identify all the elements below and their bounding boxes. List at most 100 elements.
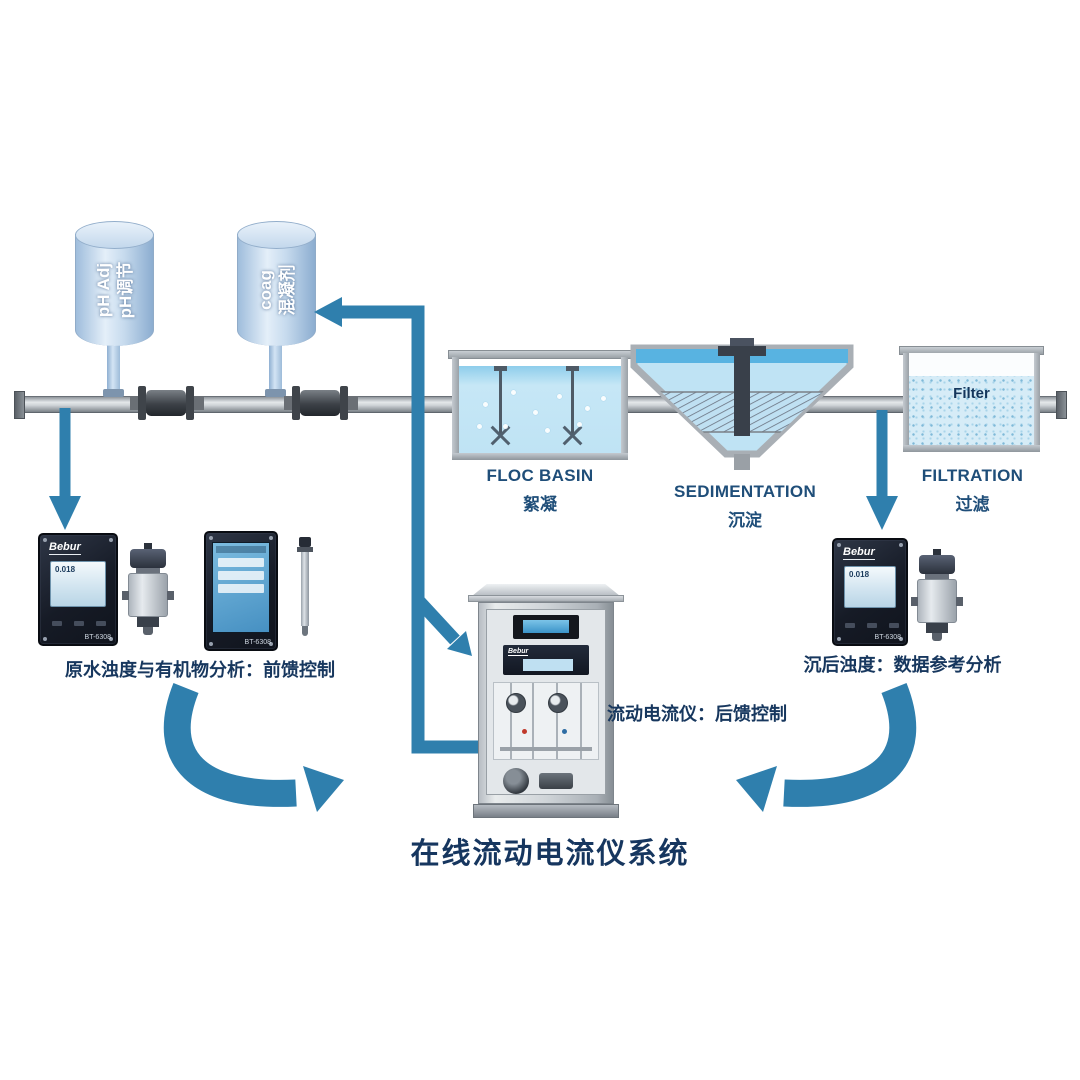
brand-logo: Bebur — [49, 541, 81, 555]
cabinet-door: Bebur — [486, 609, 606, 795]
pump-body — [300, 390, 340, 416]
turbidity-flow-cell — [911, 549, 963, 644]
scraper-bridge — [718, 346, 766, 356]
basin-wall — [903, 445, 1040, 452]
filtration-label: FILTRATION 过滤 — [900, 466, 1045, 515]
pump-body — [146, 390, 186, 416]
floc-basin-label-zh: 絮凝 — [523, 495, 557, 514]
ph-tank-label: pH Adj pH调节 — [93, 235, 137, 345]
turbidity-reading: 0.018 — [55, 565, 76, 574]
coagulant-dosing-tank: coag 混凝剂 — [237, 221, 316, 346]
cabinet-controller: Bebur — [503, 645, 589, 675]
pipe-cap-right — [1056, 391, 1067, 419]
organics-analyzer-controller: BT-6308 — [204, 531, 278, 651]
cycle-arrow-left — [163, 682, 297, 807]
turbidity-flow-cell — [122, 543, 174, 638]
coag-dosing-arrowhead — [314, 297, 342, 327]
sedimentation-label-en: SEDIMENTATION — [673, 482, 817, 501]
basin-rim — [448, 350, 632, 359]
model-label: BT-6308 — [244, 639, 271, 646]
floc-basin — [448, 350, 632, 460]
manifold — [500, 747, 592, 751]
ph-dosing-tank: pH Adj pH调节 — [75, 221, 154, 346]
model-label: BT-6308 — [84, 634, 111, 641]
coag-tank-label-zh: 混凝剂 — [277, 264, 297, 316]
cabinet-body: Bebur — [478, 602, 614, 804]
streaming-current-analyzer-cabinet: Bebur — [468, 584, 624, 818]
filtration-basin: Filter — [899, 346, 1044, 452]
sample-tubing-panel — [493, 682, 599, 760]
cabinet-display — [513, 615, 579, 639]
raw-water-sample-arrowhead — [49, 496, 81, 530]
pump-stub — [284, 396, 294, 410]
filter-freeboard — [909, 353, 1034, 376]
pump-stub — [130, 396, 140, 410]
tank-lid — [75, 221, 154, 249]
filtration-label-zh: 过滤 — [955, 495, 990, 514]
ph-tank-stem — [107, 344, 120, 396]
ph-tank-label-zh: pH调节 — [115, 261, 135, 319]
basin-wall — [1034, 353, 1040, 452]
floc-water — [459, 366, 621, 453]
settled-water-sample-line — [876, 410, 888, 498]
sedimentation-label-zh: 沉淀 — [728, 511, 762, 530]
pump-flange — [340, 386, 348, 420]
cabinet-display-screen — [523, 620, 569, 633]
sedimentation-label: SEDIMENTATION 沉淀 — [630, 482, 860, 531]
turbidity-reading: 0.018 — [849, 570, 870, 579]
filter-media: Filter — [909, 376, 1034, 445]
brand-logo: Bebur — [508, 648, 529, 656]
reference-analysis-caption: 沉后浊度：数据参考分析 — [803, 655, 1002, 675]
floc-basin-label-en: FLOC BASIN — [486, 466, 594, 485]
pump-motor — [539, 773, 573, 789]
sedimentation-basin — [630, 338, 854, 470]
ph-tank-joint — [103, 389, 124, 397]
scraper-column — [734, 354, 750, 436]
immersion-probe — [297, 537, 313, 639]
cabinet-controller-screen — [523, 659, 573, 671]
valve-red — [522, 729, 527, 734]
basin-wall — [903, 353, 909, 452]
sample-pump — [503, 768, 529, 794]
pump-flange — [292, 386, 300, 420]
diagram-title: 在线流动电流仪系统 — [410, 838, 690, 870]
valve-blue — [562, 729, 567, 734]
controller-screen: 0.018 — [50, 561, 106, 607]
basin-wall — [452, 453, 628, 460]
basin-wall — [621, 357, 628, 460]
sca-sample-branch — [413, 595, 460, 645]
pipe-cap-left — [14, 391, 25, 419]
sludge-outlet — [734, 454, 750, 470]
sca-sample-arrowhead — [447, 631, 472, 656]
feedback-caption: 流动电流仪：后馈控制 — [607, 704, 787, 724]
floc-basin-label: FLOC BASIN 絮凝 — [452, 466, 628, 515]
coag-tank-joint — [265, 389, 286, 397]
raw-water-sample-line — [59, 408, 71, 498]
filter-media-label: Filter — [953, 385, 990, 402]
coag-tank-label-en: coag — [255, 270, 275, 310]
settled-water-turbidity-controller: Bebur 0.018 BT-6308 — [832, 538, 908, 646]
coag-tank-label: coag 混凝剂 — [255, 235, 299, 345]
touch-screen — [212, 542, 270, 633]
flocculator-mixer — [562, 366, 583, 446]
basin-wall — [452, 357, 459, 460]
pump-stub — [348, 396, 358, 410]
ph-tank-label-en: pH Adj — [93, 262, 113, 318]
tank-lid — [237, 221, 316, 249]
cabinet-lip — [468, 595, 624, 602]
pump-flange — [186, 386, 194, 420]
pump-head — [548, 693, 568, 713]
cycle-arrowhead-left — [303, 766, 344, 812]
scraper-drive — [730, 338, 754, 347]
model-label: BT-6308 — [874, 634, 901, 641]
pump-flange — [138, 386, 146, 420]
controller-screen: 0.018 — [844, 566, 896, 608]
cabinet-base — [473, 804, 619, 818]
raw-water-turbidity-controller: Bebur 0.018 BT-6308 — [38, 533, 118, 646]
coag-tank-stem — [269, 344, 282, 396]
dosing-pump-1 — [130, 384, 204, 422]
cabinet-roof — [472, 584, 620, 596]
feedforward-caption: 原水浊度与有机物分析：前馈控制 — [65, 660, 335, 680]
